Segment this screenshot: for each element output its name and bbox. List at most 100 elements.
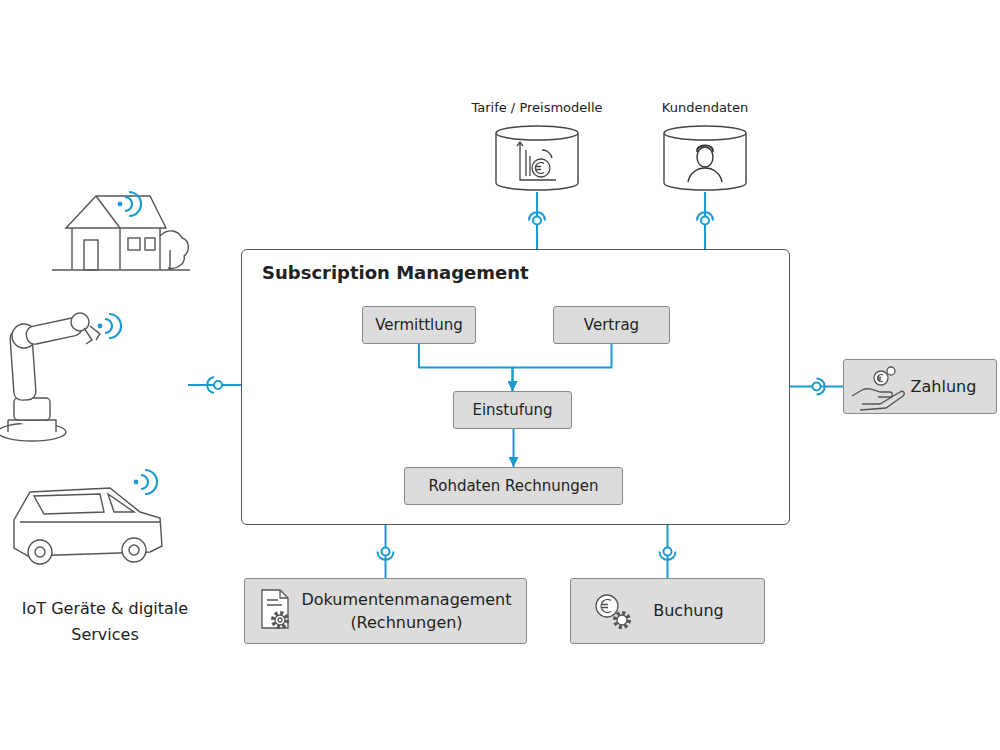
customer-icon bbox=[688, 145, 722, 182]
wifi-signal-part bbox=[105, 319, 112, 333]
box-label: Dokumentenmanagement (Rechnungen) bbox=[295, 588, 518, 634]
socket-arc bbox=[660, 552, 676, 560]
database-cylinder: Tarife / Preismodelle bbox=[470, 100, 604, 192]
interface-line bbox=[536, 192, 538, 249]
boundary-title: Subscription Management bbox=[262, 262, 529, 283]
house-illustration-part bbox=[128, 238, 140, 250]
house-illustration-part bbox=[160, 231, 188, 268]
tariff-icon bbox=[517, 142, 556, 180]
payment-icon-part bbox=[887, 367, 895, 375]
booking-icon-part bbox=[601, 600, 611, 613]
robot-arm-illustration-part bbox=[10, 329, 37, 400]
device-interface-wire-part bbox=[207, 377, 214, 393]
customer-icon-part bbox=[697, 147, 713, 167]
socket-ring bbox=[533, 217, 541, 225]
document-icon-part bbox=[267, 600, 282, 605]
payment-icon-part bbox=[874, 371, 888, 385]
tariff-icon-part bbox=[520, 142, 556, 180]
interface-line bbox=[790, 386, 843, 388]
socket-arc bbox=[697, 212, 713, 220]
house-illustration-part bbox=[84, 240, 98, 270]
database-cylinder: Kundendaten bbox=[638, 100, 772, 192]
database-label: Kundendaten bbox=[638, 100, 772, 115]
car-illustration-part bbox=[129, 545, 139, 555]
socket-arc bbox=[817, 379, 825, 395]
socket-arc bbox=[378, 552, 394, 560]
process-box: Rohdaten Rechnungen bbox=[404, 467, 623, 505]
interface-socket bbox=[660, 548, 676, 560]
tariff-icon-part bbox=[535, 163, 544, 174]
wifi-signal-part bbox=[125, 197, 132, 211]
external-system: Zahlung bbox=[843, 359, 997, 414]
wifi-signal-part bbox=[145, 470, 157, 494]
socket-ring bbox=[382, 548, 390, 556]
house-illustration-part bbox=[52, 269, 190, 270]
external-system: Dokumentenmanagement (Rechnungen) bbox=[244, 578, 527, 644]
car-illustration bbox=[14, 488, 162, 564]
payment-icon-part bbox=[860, 391, 904, 410]
car-illustration-part bbox=[122, 538, 146, 562]
box-label: Rohdaten Rechnungen bbox=[428, 477, 598, 495]
socket-ring bbox=[701, 217, 709, 225]
device-interface-wire-part bbox=[188, 384, 241, 386]
interface-socket bbox=[529, 212, 545, 224]
interface-line bbox=[667, 525, 669, 578]
interface-socket bbox=[813, 379, 825, 395]
database-label: Tarife / Preismodelle bbox=[470, 100, 604, 115]
wifi-signal-part bbox=[98, 324, 103, 329]
group-caption: IoT Geräte & digitale Services bbox=[15, 596, 195, 647]
car-illustration-part bbox=[35, 547, 45, 557]
flow-arrow bbox=[419, 344, 513, 391]
socket-arc bbox=[529, 212, 545, 220]
house-illustration-part bbox=[72, 228, 160, 270]
house-illustration-part bbox=[145, 238, 155, 250]
car-illustration-part bbox=[20, 521, 160, 522]
car-illustration-part bbox=[34, 494, 134, 514]
wifi-signal bbox=[98, 314, 121, 338]
device-interface-wire-part bbox=[214, 381, 222, 389]
interface-line bbox=[385, 525, 387, 578]
robot-arm-illustration bbox=[0, 313, 100, 441]
wifi-signal-part bbox=[141, 475, 148, 489]
cylinder-outline bbox=[663, 125, 747, 191]
document-icon bbox=[262, 590, 288, 628]
interface-socket bbox=[697, 212, 713, 224]
system-boundary: Subscription ManagementVermittlungVertra… bbox=[241, 249, 790, 525]
interface-line bbox=[704, 192, 706, 249]
booking-icon-part bbox=[615, 613, 629, 627]
box-label: Vermittlung bbox=[375, 316, 462, 334]
payment-icon-part bbox=[852, 389, 892, 397]
socket-ring bbox=[813, 383, 821, 391]
house-illustration bbox=[52, 196, 190, 270]
house-illustration-part bbox=[169, 250, 170, 270]
tariff-icon-part bbox=[526, 150, 530, 176]
booking-icon-part bbox=[617, 615, 627, 625]
process-box: Einstufung bbox=[453, 391, 572, 429]
cylinder-rim bbox=[496, 133, 578, 140]
car-illustration-part bbox=[28, 540, 52, 564]
cylinder-outline bbox=[495, 125, 579, 191]
flow-arrow bbox=[513, 344, 612, 391]
cylinder-rim bbox=[664, 133, 746, 140]
house-illustration-part bbox=[96, 196, 120, 270]
robot-arm-illustration-part bbox=[12, 324, 36, 348]
wifi-signal-part bbox=[118, 202, 123, 207]
box-label: Buchung bbox=[653, 599, 724, 622]
tariff-icon-part bbox=[542, 150, 552, 158]
wifi-signal bbox=[118, 192, 141, 216]
payment-icon bbox=[852, 367, 904, 410]
wifi-signal-part bbox=[134, 480, 139, 485]
box-label: Zahlung bbox=[911, 375, 977, 398]
tariff-icon-part bbox=[532, 159, 550, 177]
robot-arm-illustration-part bbox=[71, 313, 89, 331]
house-illustration-part bbox=[66, 196, 166, 228]
cylinder-body bbox=[664, 126, 746, 190]
document-icon-part bbox=[262, 590, 288, 628]
process-box: Vermittlung bbox=[362, 306, 476, 344]
cylinder-body bbox=[496, 126, 578, 190]
customer-icon-part bbox=[688, 168, 722, 182]
booking-icon bbox=[596, 595, 629, 627]
payment-icon-part bbox=[877, 375, 883, 382]
